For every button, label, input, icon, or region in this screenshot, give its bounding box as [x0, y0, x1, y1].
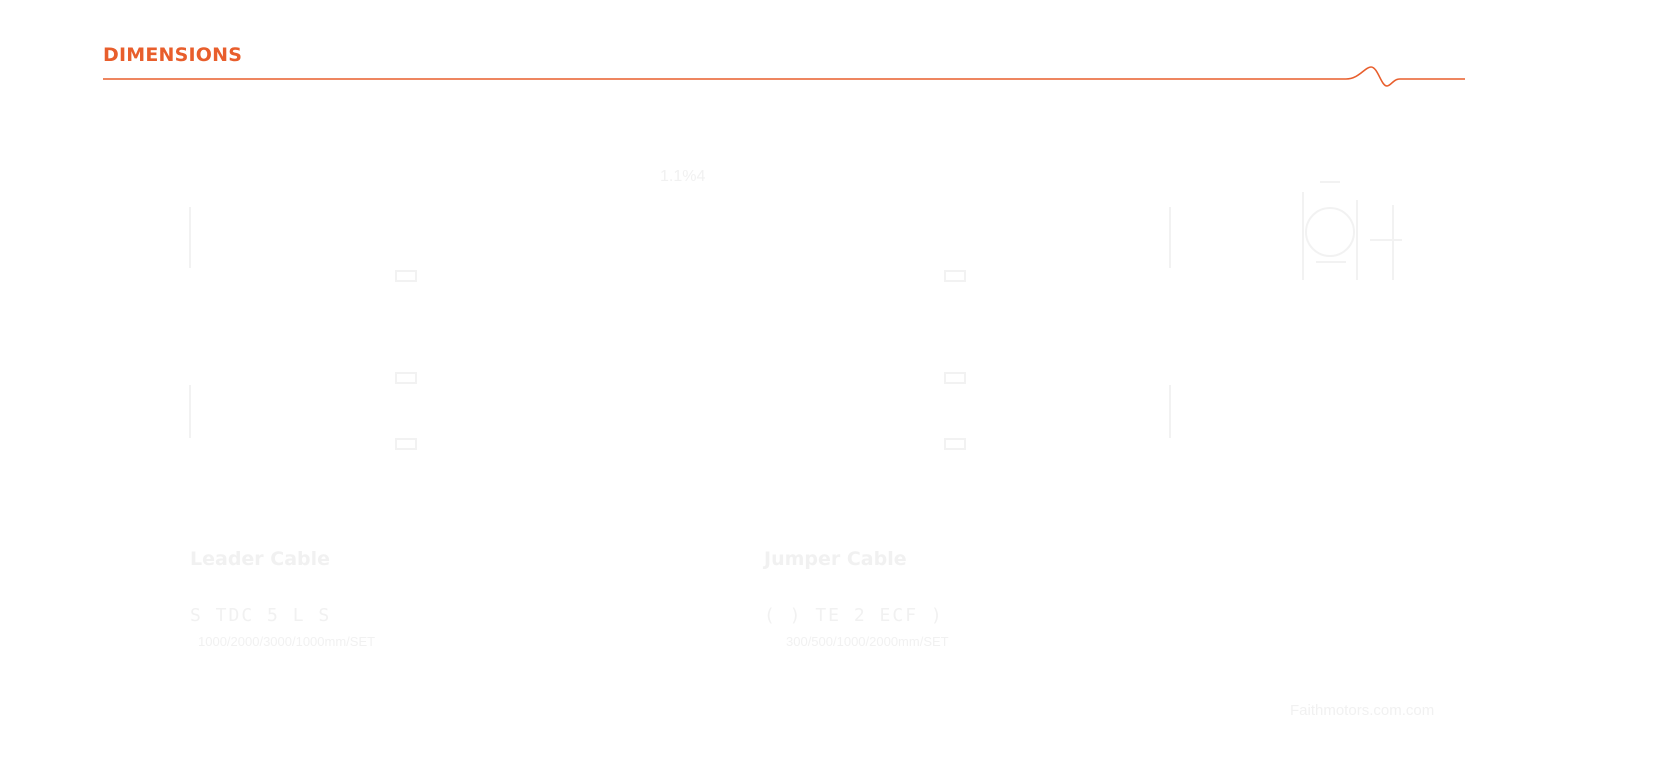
pin-marker-2	[944, 270, 966, 282]
cable-spec: 300/500/1000/2000mm/SET	[786, 634, 949, 649]
connector-icon	[1302, 181, 1402, 280]
section-title: DIMENSIONS	[103, 44, 243, 66]
pin-marker-1	[395, 270, 417, 282]
pin-marker-6	[944, 438, 966, 450]
header-divider	[103, 66, 1465, 87]
cable-title: Jumper Cable	[764, 548, 907, 570]
cable-part-code: S TDC 5 L S	[190, 605, 332, 626]
top-dimension-label: 1.1%4	[660, 168, 706, 185]
cable-spec: 1000/2000/3000/1000mm/SET	[198, 634, 376, 649]
pin-marker-5	[395, 438, 417, 450]
pin-marker-4	[944, 372, 966, 384]
cable-part-code: ( ) TE 2 ECF )	[764, 605, 944, 626]
cable-title: Leader Cable	[190, 548, 331, 570]
footer-brand: Faithmotors.com.com	[1290, 702, 1435, 719]
pin-marker-3	[395, 372, 417, 384]
